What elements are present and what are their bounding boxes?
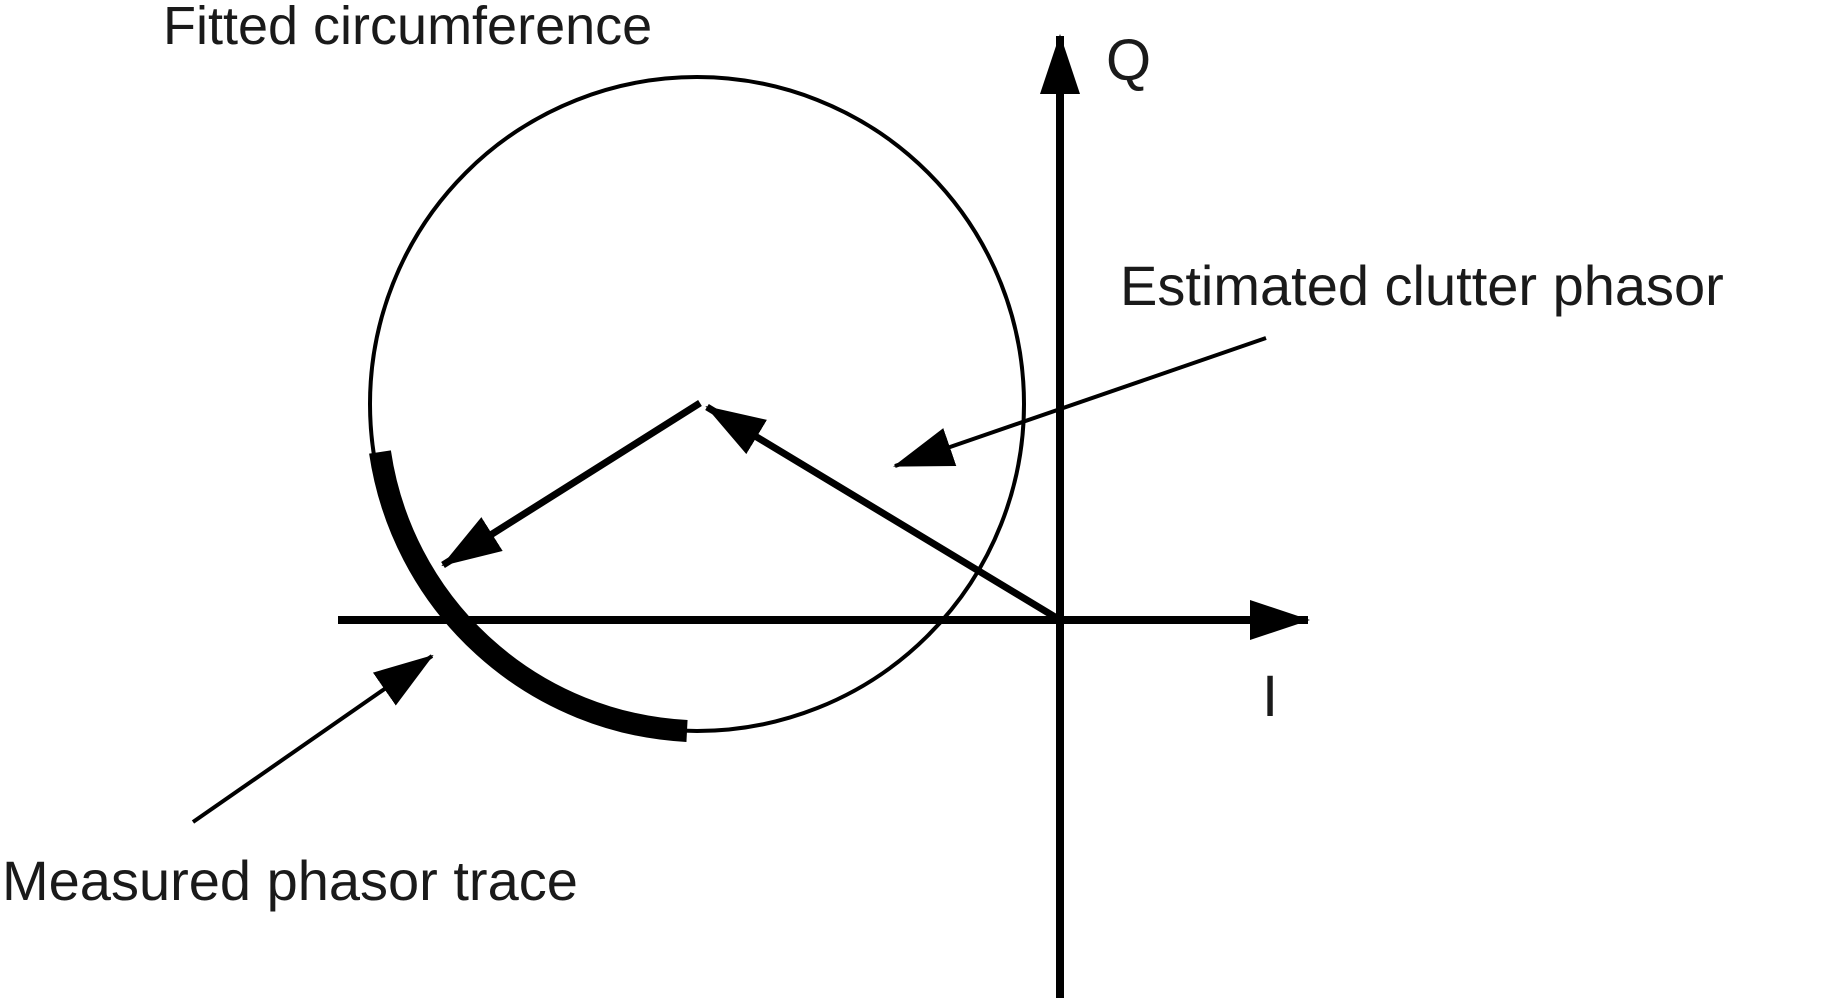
fitted-circle: [368, 75, 1026, 733]
clutter-phasor-label: Estimated clutter phasor: [1120, 254, 1724, 317]
fitted-circumference-label: Fitted circumference: [163, 0, 652, 56]
measured-trace-label: Measured phasor trace: [2, 849, 578, 912]
radius-vector-arrow: [441, 400, 702, 568]
clutter-pointer-arrow: [893, 336, 1267, 468]
measured-pointer-arrow: [191, 654, 434, 824]
clutter-phasor-arrow: [705, 404, 1062, 623]
q-axis-label: Q: [1106, 28, 1151, 93]
i-axis-label: I: [1262, 664, 1278, 729]
measured-phasor-trace: [369, 450, 688, 742]
